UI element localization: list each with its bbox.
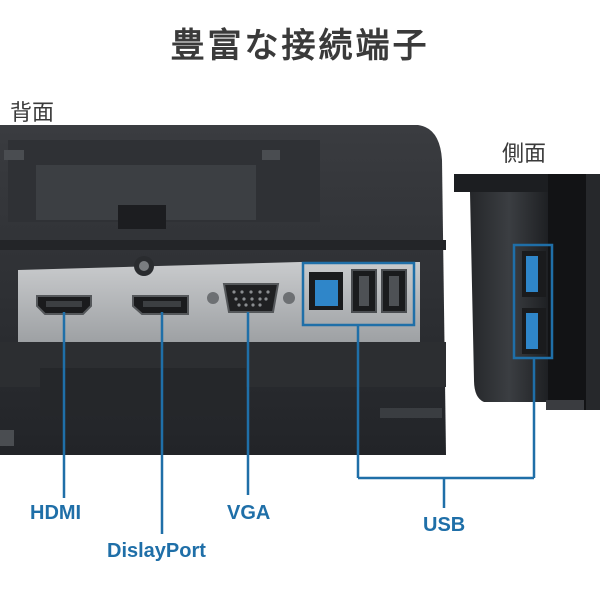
rear-view-label: 背面 xyxy=(10,101,55,126)
vga-label: VGA xyxy=(227,502,271,524)
usb-b-upstream-port xyxy=(309,272,343,310)
vga-port xyxy=(207,283,295,313)
usb-label: USB xyxy=(423,514,466,536)
displayport-port xyxy=(132,295,189,315)
rear-view-monitor xyxy=(0,125,446,455)
displayport-label: DislayPort xyxy=(107,540,206,562)
usb-a-downstream-ports xyxy=(351,269,407,313)
side-view-monitor xyxy=(454,174,600,410)
hdmi-label: HDMI xyxy=(30,502,82,524)
page-title: 豊富な接続端子 xyxy=(170,26,430,66)
hdmi-port xyxy=(36,295,92,315)
callout-lines xyxy=(62,243,554,534)
side-view-label: 側面 xyxy=(502,142,547,167)
